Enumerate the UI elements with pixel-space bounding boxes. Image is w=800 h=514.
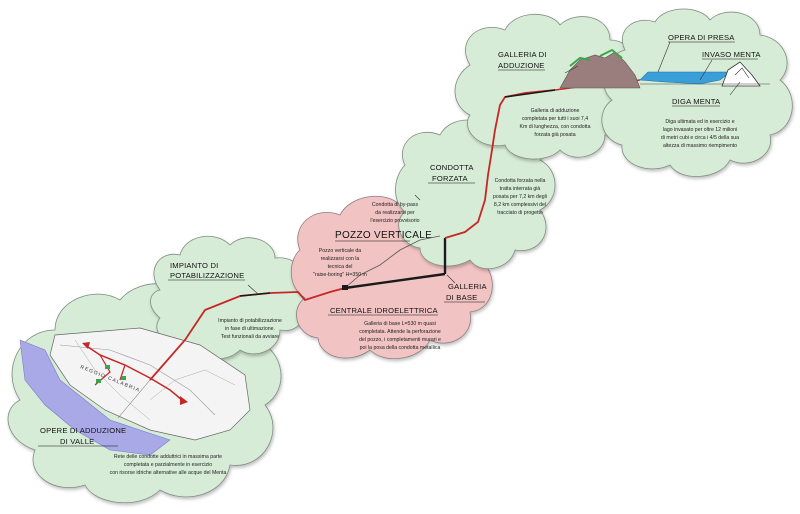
svg-text:tracciato di progetto: tracciato di progetto	[497, 210, 543, 216]
galleria-base-line	[344, 272, 446, 290]
svg-text:GALLERIA DI: GALLERIA DI	[498, 50, 547, 59]
desc-impianto: Impianto di potabilizzazione in fase di …	[218, 318, 282, 340]
sea-coast	[19, 339, 171, 456]
svg-text:Impianto di potabilizzazione: Impianto di potabilizzazione	[218, 318, 282, 324]
desc-valle: Rete delle condotte adduttrici in massim…	[110, 454, 227, 476]
dam-section	[559, 48, 770, 89]
label-galleria-adduzione: GALLERIA DI ADDUZIONE	[498, 50, 547, 71]
svg-text:Km di lunghezza, con condotta: Km di lunghezza, con condotta	[520, 124, 591, 130]
svg-text:poi la posa della condotta met: poi la posa della condotta metallica	[360, 345, 441, 351]
label-pozzo-verticale: POZZO VERTICALE	[335, 230, 432, 242]
label-opera-presa: OPERA DI PRESA	[668, 33, 735, 43]
svg-text:con risorse idriche alternativ: con risorse idriche alternative alle acq…	[110, 470, 227, 476]
desc-condotta: Condotta forzata nella tratta interrata …	[493, 178, 547, 216]
svg-text:completata. Attende la perfora: completata. Attende la perforazione	[359, 329, 441, 335]
svg-text:lago invasato per oltre 12 mil: lago invasato per oltre 12 milioni	[663, 127, 737, 133]
svg-text:Condotta di by-pass: Condotta di by-pass	[372, 202, 419, 208]
desc-diga: Diga ultimata ed in esercizio e lago inv…	[661, 119, 739, 149]
svg-text:l'esercizio provvisorio: l'esercizio provvisorio	[370, 218, 419, 224]
svg-text:completata per tutti i suoi 7,: completata per tutti i suoi 7,4	[522, 116, 588, 122]
svg-text:OPERE DI ADDUZIONE: OPERE DI ADDUZIONE	[40, 426, 126, 435]
label-galleria-base: GALLERIA DI BASE	[444, 282, 487, 303]
svg-text:IMPIANTO DI: IMPIANTO DI	[170, 261, 218, 270]
svg-text:ADDUZIONE: ADDUZIONE	[498, 61, 545, 70]
svg-text:POZZO VERTICALE: POZZO VERTICALE	[335, 230, 432, 241]
svg-text:in fase di ultimazione.: in fase di ultimazione.	[225, 326, 275, 332]
svg-text:POTABILIZZAZIONE: POTABILIZZAZIONE	[170, 271, 244, 280]
desc-galleria-base: Galleria di base L=530 m quasi completat…	[359, 321, 441, 351]
label-opere-valle: OPERE DI ADDUZIONE DI VALLE	[38, 426, 126, 447]
svg-text:CONDOTTA: CONDOTTA	[430, 163, 474, 172]
leader-lines	[247, 41, 741, 295]
arrow-head	[82, 342, 90, 349]
valle-map: REGGIO CALABRIA	[19, 327, 251, 456]
svg-text:completata e parzialmente in e: completata e parzialmente in esercizio	[124, 462, 212, 468]
svg-text:da realizzarsi per: da realizzarsi per	[375, 210, 415, 216]
label-invaso-menta: INVASO MENTA	[702, 50, 761, 60]
svg-text:Condotta forzata nella: Condotta forzata nella	[495, 178, 546, 184]
svg-text:DI VALLE: DI VALLE	[60, 437, 94, 446]
desc-bypass: Condotta di by-pass da realizzarsi per l…	[370, 202, 419, 224]
svg-text:del pozzo, i completamenti mur: del pozzo, i completamenti murari e	[359, 337, 441, 343]
svg-text:altezza di massimo riempimento: altezza di massimo riempimento	[663, 143, 737, 149]
svg-text:forzata già posata: forzata già posata	[534, 132, 575, 138]
svg-text:GALLERIA: GALLERIA	[448, 282, 487, 291]
svg-text:tratta interrata già: tratta interrata già	[500, 186, 541, 192]
svg-text:posata per 7,2 km degli: posata per 7,2 km degli	[493, 194, 547, 200]
svg-text:Galleria di adduzione: Galleria di adduzione	[531, 108, 580, 114]
label-centrale: CENTRALE IDROELETTRICA	[328, 285, 439, 316]
desc-galleria-adduzione: Galleria di adduzione completata per tut…	[520, 108, 591, 138]
svg-text:CENTRALE IDROELETTRICA: CENTRALE IDROELETTRICA	[330, 306, 439, 315]
svg-text:OPERA DI PRESA: OPERA DI PRESA	[668, 33, 735, 42]
reservoir-marker	[105, 365, 110, 369]
reservoir-marker	[121, 376, 126, 380]
reservoir-marker	[96, 379, 101, 383]
svg-text:DI BASE: DI BASE	[446, 293, 477, 302]
svg-text:Test funzionali da avviare: Test funzionali da avviare	[221, 334, 279, 340]
bypass-line	[344, 235, 441, 289]
svg-text:di metri cubi e circa i 4/5 de: di metri cubi e circa i 4/5 della sua	[661, 135, 739, 141]
pipeline	[149, 79, 641, 381]
svg-text:Galleria di base L=530 m quasi: Galleria di base L=530 m quasi	[364, 321, 436, 327]
desc-pozzo: Pozzo verticale da realizzarsi con la te…	[313, 248, 367, 278]
svg-text:8,2 km complessivi del: 8,2 km complessivi del	[494, 202, 546, 208]
svg-text:tecnica del: tecnica del	[328, 264, 353, 270]
svg-text:INVASO MENTA: INVASO MENTA	[702, 50, 761, 59]
mountain	[559, 51, 641, 89]
reservoir-water	[639, 71, 731, 85]
svg-text:Rete delle condotte adduttrici: Rete delle condotte adduttrici in massim…	[114, 454, 222, 460]
svg-text:realizzarsi con la: realizzarsi con la	[321, 256, 360, 262]
power-station-marker	[342, 285, 348, 290]
svg-text:"raise-boring" H=350 m: "raise-boring" H=350 m	[313, 272, 367, 278]
svg-text:DIGA MENTA: DIGA MENTA	[672, 97, 721, 106]
dam-body	[721, 61, 761, 87]
cloud-opera-presa	[601, 8, 793, 177]
label-condotta-forzata: CONDOTTA FORZATA	[428, 163, 475, 184]
label-diga-menta: DIGA MENTA	[672, 97, 721, 107]
svg-text:FORZATA: FORZATA	[432, 174, 468, 183]
label-impianto: IMPIANTO DI POTABILIZZAZIONE	[168, 261, 245, 281]
cloud-condotta	[395, 119, 556, 269]
arrow-head	[180, 396, 188, 405]
svg-text:Diga ultimata ed in esercizio: Diga ultimata ed in esercizio e	[665, 119, 734, 125]
svg-text:Pozzo verticale da: Pozzo verticale da	[319, 248, 362, 254]
